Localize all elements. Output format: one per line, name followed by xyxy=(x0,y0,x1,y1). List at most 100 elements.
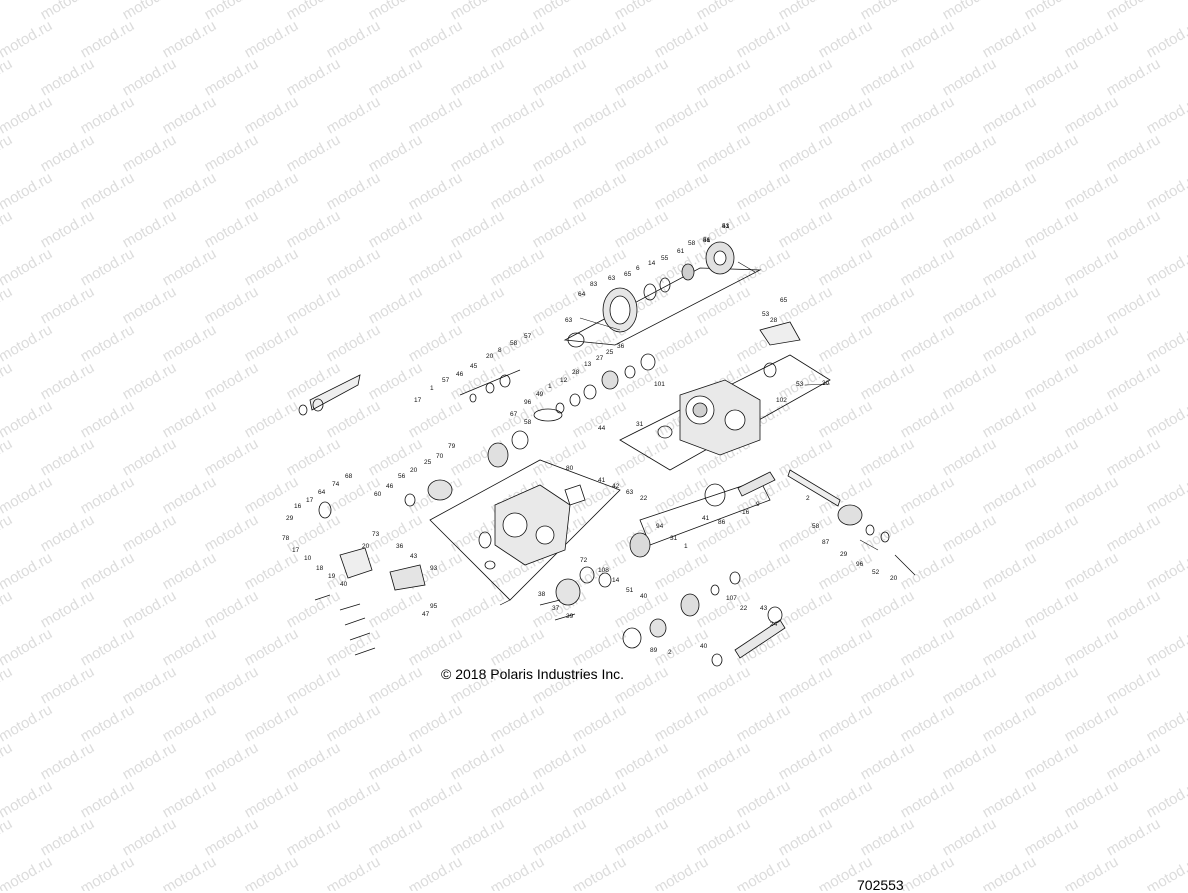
part-callout-number: 57 xyxy=(442,377,450,384)
part-callout-number: 27 xyxy=(596,355,604,362)
part-callout-number: 37 xyxy=(552,605,560,612)
part-callout-number: 95 xyxy=(430,603,438,610)
part-callout-number: 18 xyxy=(316,565,324,572)
part-callout-number: 96 xyxy=(856,561,864,568)
part-callout-number: 67 xyxy=(510,411,518,418)
part-callout-number: 102 xyxy=(776,397,787,404)
part-callout-number: 29 xyxy=(286,515,294,522)
part-callout-number: 58 xyxy=(524,419,532,426)
part-callout-number: 96 xyxy=(524,399,532,406)
part-callout-number: 19 xyxy=(328,573,336,580)
copyright-notice: © 2018 Polaris Industries Inc. xyxy=(441,666,624,682)
part-callout-number: 28 xyxy=(572,369,580,376)
part-callout-number: 60 xyxy=(374,491,382,498)
part-callout-number: 74 xyxy=(332,481,340,488)
main-housing-right xyxy=(658,322,800,455)
part-callout-number: 36 xyxy=(617,343,625,350)
part-callout-number: 40 xyxy=(340,581,348,588)
part-callout-number: 1 xyxy=(548,383,552,390)
part-callout-number: 49 xyxy=(536,391,544,398)
part-callout-number: 2 xyxy=(668,649,672,656)
part-callout-number: 52 xyxy=(872,569,880,576)
part-callout-number: 41 xyxy=(702,515,710,522)
part-callout-number: 40 xyxy=(640,593,648,600)
part-callout-number: 51 xyxy=(626,587,634,594)
shift-drum-stack xyxy=(460,354,655,467)
part-callout-number: 89 xyxy=(650,647,658,654)
part-callout-number: 16 xyxy=(742,509,750,516)
part-callout-number: 93 xyxy=(430,565,438,572)
part-callout-number: 56 xyxy=(398,473,406,480)
lower-gear-train xyxy=(556,533,785,666)
part-callout-number: 44 xyxy=(598,425,606,432)
part-callout-number: 20 xyxy=(410,467,418,474)
part-callout-number: 79 xyxy=(448,443,456,450)
part-callout-number: 41 xyxy=(598,477,606,484)
part-callout-number: 14 xyxy=(648,260,656,267)
part-callout-number: 87 xyxy=(822,539,830,546)
callout-numbers: 5156586155146656383646353286557588204546… xyxy=(282,223,898,656)
part-callout-number: 46 xyxy=(456,371,464,378)
part-callout-number: 80 xyxy=(566,465,574,472)
part-callout-number: 30 xyxy=(822,380,830,387)
part-callout-number: 36 xyxy=(396,543,404,550)
part-callout-number: 39 xyxy=(566,613,574,620)
part-callout-number: 41 xyxy=(703,237,711,244)
part-callout-number: 28 xyxy=(770,317,778,324)
part-callout-number: 1 xyxy=(430,385,434,392)
part-callout-number: 107 xyxy=(726,595,737,602)
shift-linkage xyxy=(299,375,452,590)
part-callout-number: 22 xyxy=(740,605,748,612)
part-callout-number: 83 xyxy=(590,281,598,288)
part-callout-number: 47 xyxy=(422,611,430,618)
part-callout-number: 24 xyxy=(770,621,778,628)
part-callout-number: 31 xyxy=(670,535,678,542)
part-callout-number: 43 xyxy=(760,605,768,612)
part-callout-number: 1 xyxy=(684,543,688,550)
part-callout-number: 17 xyxy=(414,397,422,404)
part-callout-number: 29 xyxy=(840,551,848,558)
part-callout-number: 14 xyxy=(612,577,620,584)
part-callout-number: 10 xyxy=(304,555,312,562)
part-callout-number: 65 xyxy=(780,297,788,304)
part-callout-number: 43 xyxy=(722,223,730,230)
part-callout-number: 20 xyxy=(486,353,494,360)
part-callout-number: 86 xyxy=(718,519,726,526)
part-callout-number: 55 xyxy=(661,255,669,262)
part-callout-number: 68 xyxy=(345,473,353,480)
part-callout-number: 12 xyxy=(560,377,568,384)
fastener-bits xyxy=(315,595,575,655)
part-callout-number: 108 xyxy=(598,567,609,574)
part-callout-number: 16 xyxy=(294,503,302,510)
part-callout-number: 53 xyxy=(762,311,770,318)
part-callout-number: 72 xyxy=(580,557,588,564)
part-callout-number: 63 xyxy=(608,275,616,282)
part-callout-number: 63 xyxy=(626,489,634,496)
part-callout-number: 64 xyxy=(318,489,326,496)
part-callout-number: 8 xyxy=(498,347,502,354)
part-callout-number: 70 xyxy=(436,453,444,460)
part-callout-number: 25 xyxy=(424,459,432,466)
part-callout-number: 101 xyxy=(654,381,665,388)
part-callout-number: 73 xyxy=(372,531,380,538)
main-housing-left xyxy=(479,485,585,569)
part-callout-number: 46 xyxy=(386,483,394,490)
part-callout-number: 20 xyxy=(890,575,898,582)
part-callout-number: 78 xyxy=(282,535,290,542)
part-callout-number: 20 xyxy=(362,543,370,550)
part-callout-number: 57 xyxy=(524,333,532,340)
part-callout-number: 6 xyxy=(636,265,640,272)
part-callout-number: 25 xyxy=(606,349,614,356)
output-shaft xyxy=(705,470,915,575)
part-callout-number: 40 xyxy=(700,643,708,650)
part-callout-number: 38 xyxy=(538,591,546,598)
part-callout-number: 42 xyxy=(612,483,620,490)
part-callout-number: 63 xyxy=(565,317,573,324)
part-callout-number: 22 xyxy=(640,495,648,502)
part-callout-number: 58 xyxy=(688,240,696,247)
part-callout-number: 64 xyxy=(578,291,586,298)
part-callout-number: 13 xyxy=(584,361,592,368)
part-callout-number: 43 xyxy=(410,553,418,560)
